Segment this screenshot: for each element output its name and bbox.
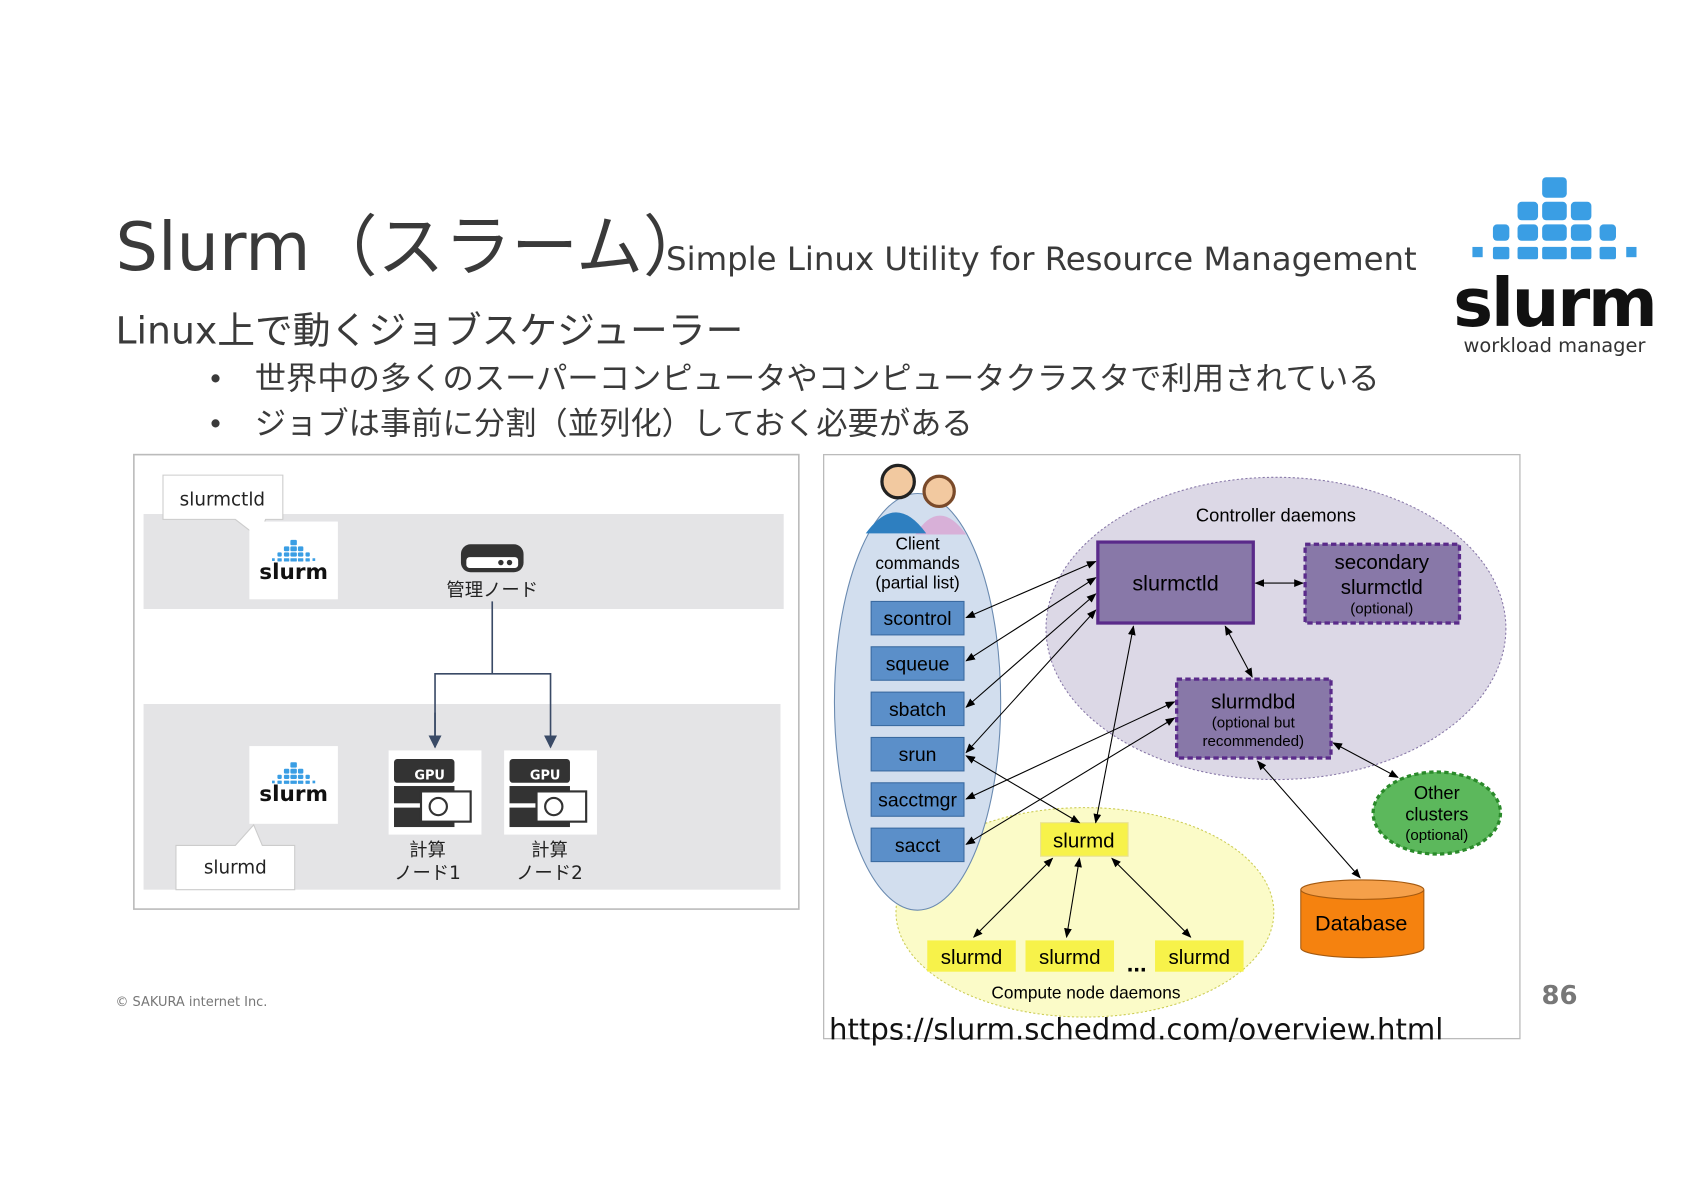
copyright: © SAKURA internet Inc. [116, 995, 268, 1010]
slurmd-node-label: slurmd [941, 946, 1003, 969]
secondary-label: (optional) [1350, 600, 1413, 617]
bullet-item: 世界中の多くのスーパーコンピュータやコンピュータクラスタで利用されている [255, 361, 1380, 397]
connection-arrows [965, 561, 1399, 939]
slurmd-node-label: slurmd [1169, 946, 1231, 969]
slurmdbd-label: recommended) [1202, 733, 1304, 750]
command-label: sacctmgr [878, 790, 957, 812]
source-url-link[interactable]: https://slurm.schedmd.com/overview.html [829, 1013, 1443, 1047]
client-commands-title: Client [895, 534, 939, 554]
client-commands-title: (partial list) [875, 572, 959, 592]
bidirectional-arrow [1111, 857, 1192, 938]
page-number: 86 [1542, 981, 1578, 1011]
slurmd-node-box [1025, 940, 1115, 972]
lead-text: Linux上で動くジョブスケジューラー [116, 308, 744, 352]
slurmd-callout [175, 823, 296, 891]
logo-dots-icon [1472, 177, 1637, 260]
slide-title: Slurm（スラーム） [116, 208, 710, 286]
command-label: squeue [886, 654, 950, 676]
users-icon [865, 463, 967, 535]
logo-tagline: workload manager [1463, 334, 1645, 357]
svg-text:GPU: GPU [414, 769, 445, 784]
database-icon [1300, 879, 1425, 959]
command-box [870, 691, 965, 727]
compute-node-1-label: 計算 [409, 840, 446, 861]
gpu-server-icon: GPU [504, 750, 597, 835]
slurmdbd-label: (optional but [1212, 715, 1296, 732]
slurmd-label: slurmd [1053, 830, 1115, 853]
client-commands-title: commands [875, 553, 960, 573]
slurmdbd-box [1175, 677, 1333, 760]
secondary-slurmctld-box [1303, 542, 1462, 625]
small-logo-text: slurm [259, 782, 328, 807]
command-box [870, 782, 965, 817]
gpu-server-icon: GPU [388, 750, 482, 835]
command-box [870, 600, 965, 636]
connector-lines [434, 601, 551, 747]
compute-daemons-title: Compute node daemons [991, 983, 1180, 1003]
bullet-item: ジョブは事前に分割（並列化）しておく必要がある [255, 406, 973, 442]
secondary-label: slurmctld [1341, 576, 1423, 599]
compute-node-1-label: ノード1 [394, 863, 461, 884]
bidirectional-arrow [1256, 760, 1361, 879]
logo-text: slurm [1453, 264, 1655, 342]
other-clusters-label: Other [1414, 782, 1460, 803]
slurm-logo: slurm workload manager [1453, 177, 1658, 357]
small-logo-text: slurm [259, 560, 328, 585]
bullet-marker: • [207, 363, 224, 396]
bidirectional-arrow [1224, 625, 1253, 678]
cluster-architecture-diagram: slurmctld slurm 管理ノード slurm slurmd GPU 計… [133, 453, 800, 910]
bidirectional-arrow [965, 755, 1081, 824]
secondary-label: secondary [1334, 551, 1429, 574]
bidirectional-arrow [1064, 857, 1082, 939]
compute-node-2-label: ノード2 [516, 863, 583, 884]
database-label: Database [1315, 911, 1407, 936]
slurmd-callout-label: slurmd [204, 857, 267, 878]
command-label: sacct [895, 835, 941, 857]
other-clusters-label: (optional) [1405, 827, 1468, 844]
command-box [870, 736, 965, 772]
slurmctld-box [1096, 540, 1255, 625]
command-box [870, 827, 965, 863]
mgmt-node-label: 管理ノード [446, 580, 538, 601]
bidirectional-arrow [1332, 742, 1399, 778]
command-box [870, 646, 965, 681]
slurmd-node-label: slurmd [1039, 946, 1101, 969]
slurmd-node-box [927, 940, 1016, 972]
command-label: scontrol [884, 608, 952, 630]
slide-subtitle: Simple Linux Utility for Resource Manage… [666, 240, 1417, 278]
other-clusters-label: clusters [1405, 804, 1468, 825]
bullet-marker: • [207, 408, 224, 441]
slurmctld-callout-label: slurmctld [180, 489, 265, 510]
svg-text:GPU: GPU [530, 769, 561, 784]
ellipsis: ... [1127, 952, 1147, 978]
slurmd-node-box [1155, 940, 1244, 972]
slurm-overview-diagram: Client commands (partial list) scontrol s… [823, 453, 1521, 1047]
slurmctld-label: slurmctld [1132, 571, 1218, 596]
bidirectional-arrow [1093, 625, 1136, 824]
other-clusters-node [1371, 770, 1503, 856]
slurmdbd-label: slurmdbd [1211, 690, 1295, 713]
controller-daemons-title: Controller daemons [1196, 505, 1356, 526]
bidirectional-arrow [973, 857, 1054, 938]
command-label: srun [899, 744, 937, 766]
compute-node-2-label: 計算 [531, 840, 568, 861]
command-label: sbatch [889, 699, 946, 721]
